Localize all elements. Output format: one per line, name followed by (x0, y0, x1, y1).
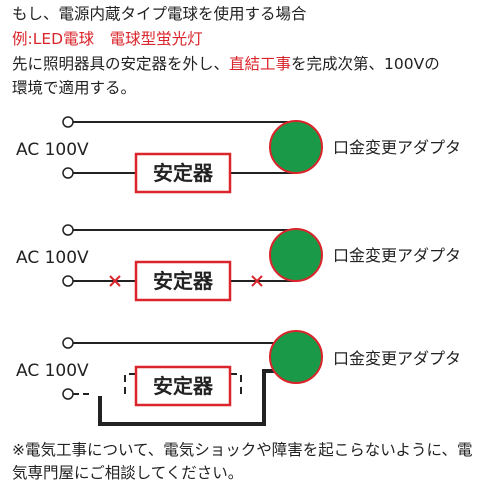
cut-mark-left-icon (109, 275, 121, 287)
terminal-bottom (62, 275, 74, 287)
terminal-bottom (62, 167, 74, 179)
ballast-label: 安定器 (153, 374, 214, 398)
adapter-label: 口金変更アダプタ (333, 246, 461, 265)
ballast-box (134, 152, 232, 194)
instruction-text-end: を完成次第、100Vの (291, 55, 440, 73)
ballast-box (134, 260, 232, 302)
footer-note-line-2: 気専門屋にご相談してください。 (12, 464, 244, 482)
ac-100v-label: AC 100V (16, 361, 89, 381)
direct-wiring-highlight: 直結工事 (229, 55, 292, 73)
terminal-top (62, 224, 74, 236)
ballast-box (134, 365, 232, 407)
ballast-label: 安定器 (153, 269, 214, 293)
wiring-diagram-2: AC 100V 安定器 口金変更アダプタ (16, 224, 461, 302)
bulb-icon (269, 330, 323, 384)
bulb-icon (269, 120, 323, 174)
terminal-top (62, 337, 74, 349)
cut-mark-right-icon (251, 275, 263, 287)
bulb-icon (269, 228, 323, 282)
ac-100v-label: AC 100V (16, 248, 89, 268)
intro-line-4: 環境で適用する。 (12, 79, 137, 97)
example-label: 例:LED電球 電球型蛍光灯 (12, 30, 203, 48)
instruction-text: 先に照明器具の安定器を外し、 (12, 55, 230, 73)
wiring-diagram-3: AC 100V 安定器 口金変更アダプタ (16, 330, 461, 426)
intro-line-3: 先に照明器具の安定器を外し、直結工事を完成次第、100Vの (12, 54, 440, 74)
terminal-top (62, 116, 74, 128)
ac-100v-label: AC 100V (16, 140, 89, 160)
footer-note-line-1: ※電気工事について、電気ショックや障害を起こらないように、電 (12, 441, 473, 459)
ballast-label: 安定器 (153, 161, 214, 185)
adapter-label: 口金変更アダプタ (333, 349, 461, 368)
intro-line-1: もし、電源内蔵タイプ電球を使用する場合 (12, 5, 307, 23)
bypassed-wire-right (230, 373, 242, 394)
adapter-label: 口金変更アダプタ (333, 138, 461, 157)
terminal-bottom (62, 388, 74, 400)
bypassed-wire-left (124, 373, 136, 394)
wiring-diagram-1: AC 100V 安定器 口金変更アダプタ (16, 116, 461, 194)
